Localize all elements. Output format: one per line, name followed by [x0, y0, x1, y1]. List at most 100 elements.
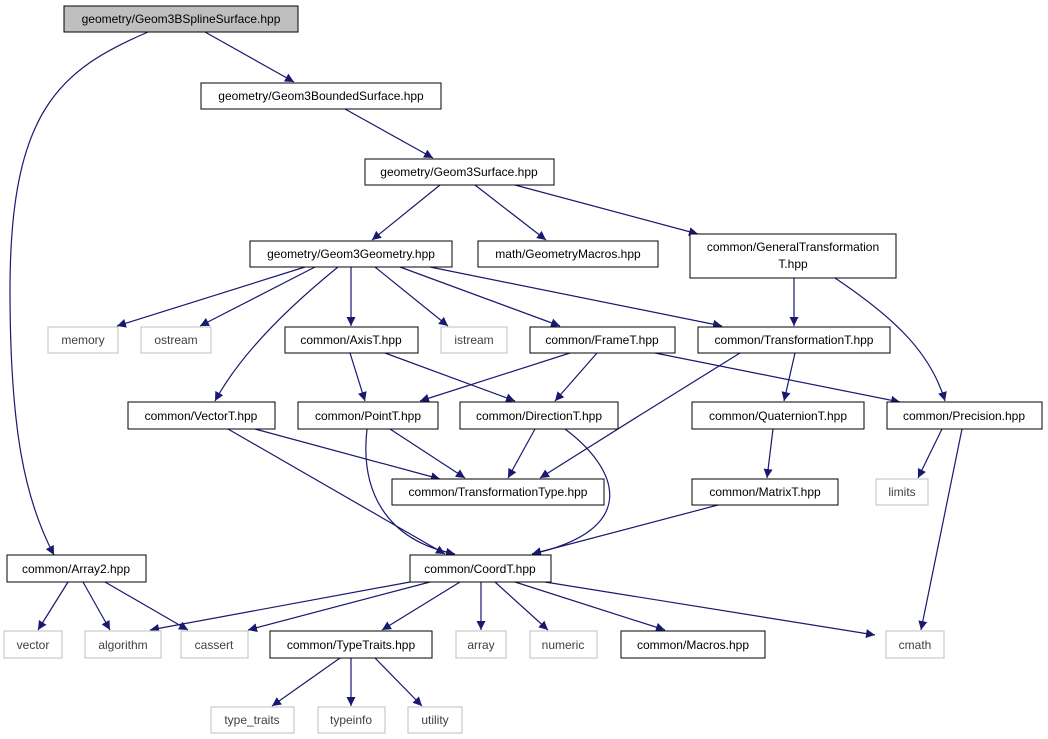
node-geom3surface[interactable]: geometry/Geom3Surface.hpp [364, 158, 555, 186]
edge-precision-limits [917, 428, 943, 479]
node-label: typeinfo [330, 713, 372, 727]
node-ostream[interactable]: ostream [140, 326, 212, 354]
node-label: common/Macros.hpp [637, 638, 749, 652]
edge-array2-vector [37, 581, 69, 631]
edge-framet-precision [654, 352, 901, 405]
node-label: math/GeometryMacros.hpp [495, 247, 641, 261]
node-label: common/Precision.hpp [903, 409, 1025, 423]
node-label-line2: T.hpp [778, 257, 808, 271]
node-label: type_traits [224, 713, 279, 727]
node-precision[interactable]: common/Precision.hpp [886, 401, 1043, 430]
node-limits[interactable]: limits [875, 478, 929, 506]
edge-generaltransformation-precision [834, 277, 947, 402]
node-transformationt[interactable]: common/TransformationT.hpp [697, 326, 891, 354]
edge-bounded-surface [344, 108, 434, 159]
edge-geometry-istream [374, 266, 449, 327]
node-geom3bspline[interactable]: geometry/Geom3BSplineSurface.hpp [63, 5, 299, 33]
node-label: cassert [195, 638, 234, 652]
node-label: limits [888, 485, 915, 499]
node-label: common/MatrixT.hpp [709, 485, 821, 499]
node-label: ostream [154, 333, 197, 347]
edge-axist-directiont [384, 352, 516, 403]
node-generaltransformation[interactable]: common/GeneralTransformation T.hpp [689, 233, 897, 279]
node-macros[interactable]: common/Macros.hpp [620, 630, 766, 659]
node-label: common/CoordT.hpp [424, 562, 536, 576]
edge-precision-cmath [918, 428, 963, 631]
node-label: common/PointT.hpp [315, 409, 421, 423]
node-label: common/DirectionT.hpp [476, 409, 602, 423]
node-vectort[interactable]: common/VectorT.hpp [127, 401, 276, 430]
node-vector[interactable]: vector [3, 630, 63, 659]
node-label: common/VectorT.hpp [145, 409, 258, 423]
edge-coordt-algorithm [149, 581, 411, 633]
node-typetraits[interactable]: common/TypeTraits.hpp [269, 630, 433, 659]
nodes: geometry/Geom3BSplineSurface.hpp geometr… [3, 5, 1043, 734]
node-label: common/FrameT.hpp [545, 333, 659, 347]
node-numeric[interactable]: numeric [529, 630, 598, 659]
edge-geometry-memory [116, 266, 306, 328]
edge-axist-pointt [349, 352, 367, 402]
edge-quaternion-matrixt [763, 428, 774, 479]
node-label-line1: common/GeneralTransformation [707, 240, 879, 254]
node-coordt[interactable]: common/CoordT.hpp [409, 554, 552, 583]
node-memory[interactable]: memory [47, 326, 119, 354]
node-label: utility [421, 713, 448, 727]
node-geom3geometry[interactable]: geometry/Geom3Geometry.hpp [249, 240, 453, 268]
edges [9, 31, 963, 707]
node-utility[interactable]: utility [407, 706, 463, 734]
edge-coordt-numeric [494, 581, 549, 631]
node-label: geometry/Geom3Surface.hpp [380, 165, 538, 179]
edge-transformationt-quaternion [781, 352, 796, 402]
node-label: numeric [542, 638, 585, 652]
edge-geometry-transformationt [429, 266, 723, 329]
edge-typetraits-type_traits [271, 657, 341, 707]
node-typeinfo[interactable]: typeinfo [317, 706, 386, 734]
node-type_traits[interactable]: type_traits [210, 706, 295, 734]
edge-matrixt-coordt [531, 504, 719, 557]
node-geometrymacros[interactable]: math/GeometryMacros.hpp [477, 240, 659, 268]
node-label: memory [61, 333, 104, 347]
node-pointt[interactable]: common/PointT.hpp [297, 401, 439, 430]
node-label: algorithm [98, 638, 147, 652]
edge-surface-generaltransformation [514, 184, 699, 237]
node-label: istream [454, 333, 493, 347]
node-directiont[interactable]: common/DirectionT.hpp [459, 401, 619, 430]
node-label: geometry/Geom3BSplineSurface.hpp [82, 12, 281, 26]
node-cmath[interactable]: cmath [885, 630, 945, 659]
edge-surface-geometry [371, 184, 441, 241]
node-geom3bounded[interactable]: geometry/Geom3BoundedSurface.hpp [200, 82, 442, 110]
edge-typetraits-utility [374, 657, 423, 707]
node-label: vector [17, 638, 50, 652]
edge-framet-directiont [554, 352, 598, 402]
node-transformationtype[interactable]: common/TransformationType.hpp [391, 478, 605, 506]
edge-array2-algorithm [82, 581, 111, 631]
node-label: common/TransformationType.hpp [409, 485, 588, 499]
edge-framet-pointt [419, 352, 571, 403]
node-axist[interactable]: common/AxisT.hpp [284, 326, 419, 354]
edge-geometry-vectort [214, 266, 339, 402]
node-label: geometry/Geom3BoundedSurface.hpp [218, 89, 424, 103]
node-label: geometry/Geom3Geometry.hpp [267, 247, 435, 261]
edge-array2-cassert [104, 581, 189, 631]
node-framet[interactable]: common/FrameT.hpp [529, 326, 676, 354]
edge-surface-geometrymacros [474, 184, 547, 241]
node-array2[interactable]: common/Array2.hpp [6, 554, 147, 583]
edge-coordt-cassert [247, 581, 431, 633]
node-label: array [467, 638, 494, 652]
node-label: cmath [899, 638, 932, 652]
node-array[interactable]: array [455, 630, 507, 659]
node-quaternion[interactable]: common/QuaternionT.hpp [691, 401, 865, 430]
edge-vectort-coordt [227, 428, 446, 555]
node-algorithm[interactable]: algorithm [84, 630, 162, 659]
node-cassert[interactable]: cassert [180, 630, 249, 659]
edge-geometry-ostream [199, 266, 316, 327]
node-matrixt[interactable]: common/MatrixT.hpp [691, 478, 839, 506]
edge-coordt-cmath [544, 581, 876, 639]
edge-vectort-transformationtype [254, 428, 441, 481]
node-istream[interactable]: istream [440, 326, 508, 354]
node-label: common/AxisT.hpp [300, 333, 402, 347]
edge-pointt-coordt [365, 428, 456, 557]
node-label: common/QuaternionT.hpp [709, 409, 847, 423]
edge-bspline-array2 [9, 31, 149, 556]
